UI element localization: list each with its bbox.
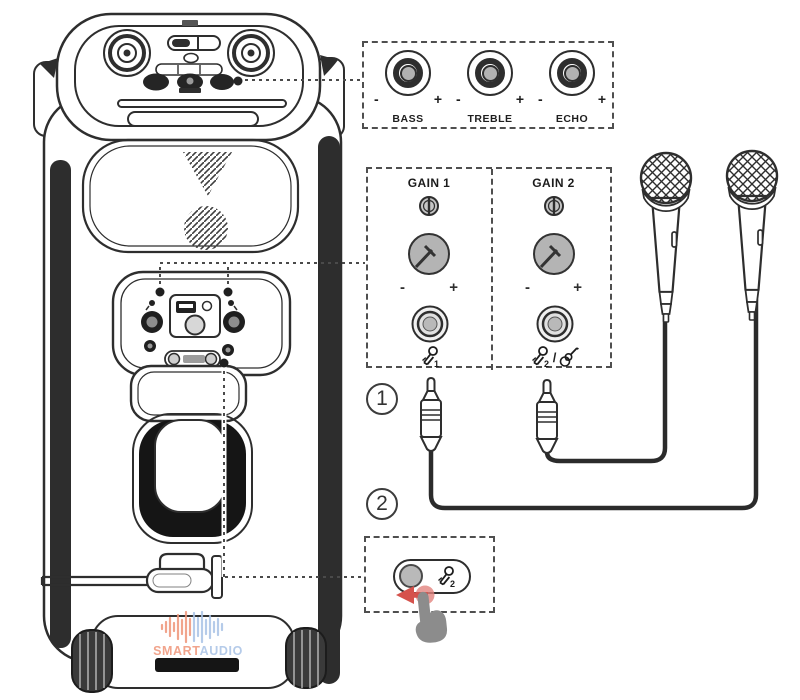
step-1-number: 1 — [376, 387, 388, 410]
wheel-left — [71, 629, 113, 693]
gain1-panel: GAIN 1 - + — [368, 169, 490, 370]
gain1-jack-icon — [411, 305, 449, 343]
gain1-title: GAIN 1 — [407, 176, 451, 190]
brand-logo — [182, 20, 198, 26]
party-speaker — [33, 12, 345, 693]
waveform-left — [160, 610, 192, 644]
slash-separator: / — [552, 349, 557, 365]
bass-plus-label: + — [433, 91, 442, 107]
echo-knob-unit: - + ECHO — [532, 43, 612, 127]
svg-text:2: 2 — [450, 579, 455, 589]
center-knob-hw — [184, 314, 206, 336]
top-slot — [117, 99, 287, 108]
gain1-minus-label: - — [400, 279, 405, 296]
speaker-handle — [132, 413, 253, 544]
speaker-right-edge-grip — [318, 136, 340, 684]
wheel-right — [285, 627, 327, 689]
echo-knob — [549, 50, 595, 96]
top-knob-right — [227, 29, 275, 77]
mic-2-icon: 2 — [531, 346, 549, 369]
top-button-strip — [167, 35, 221, 51]
svg-text:2: 2 — [544, 359, 549, 369]
mic-toggle-detail-box: 2 — [364, 536, 495, 613]
treble-plus-label: + — [515, 91, 524, 107]
echo-plus-label: + — [597, 91, 606, 107]
mic-2-toggle-icon: 2 — [438, 566, 455, 589]
gain2-plus-label: + — [573, 279, 582, 296]
hatched-triangle — [183, 152, 232, 196]
io-recess — [169, 294, 221, 338]
jack-plug-2 — [536, 379, 558, 454]
step-1-badge: 1 — [366, 383, 398, 415]
screw-icon — [543, 196, 564, 216]
aux-port — [201, 300, 213, 312]
mic-cables — [428, 297, 759, 511]
speaker-upper-panel — [81, 138, 300, 254]
connector-gain — [159, 262, 365, 291]
gain-detail-box: GAIN 1 - + — [366, 167, 614, 370]
echo-jack — [233, 76, 243, 86]
toggle-knob — [399, 564, 423, 588]
speaker-pocket — [129, 364, 248, 423]
stored-microphone — [40, 552, 223, 599]
smartaudio-watermark: SMARTAUDIO — [153, 610, 243, 658]
hatched-circle — [184, 206, 228, 250]
cable-plug2-to-left-mic — [544, 297, 668, 464]
treble-knob — [467, 50, 513, 96]
gain1-plus-label: + — [449, 279, 458, 296]
watermark-text: SMARTAUDIO — [153, 644, 243, 658]
mic-toggle-switch: 2 — [393, 559, 471, 594]
gain2-jack-icon — [536, 305, 573, 343]
top-small-button — [183, 52, 199, 64]
guitar-icon — [560, 347, 580, 367]
bass-label: BASS — [392, 113, 424, 125]
svg-text:1: 1 — [434, 359, 439, 369]
gain1-knob-icon — [408, 233, 450, 275]
speaker-top-panel — [55, 12, 322, 142]
screw-icon — [419, 196, 439, 216]
echo-minus-label: - — [538, 91, 543, 107]
microphone-right — [725, 149, 779, 322]
connector-toggle — [223, 364, 363, 578]
top-handle-slot — [127, 111, 259, 127]
tone-controls-detail-box: - + BASS - + TREBLE - + ECHO — [362, 41, 614, 129]
bottom-bar — [155, 658, 239, 672]
treble-knob-unit: - + TREBLE — [450, 43, 530, 127]
speaker-left-edge-grip — [50, 160, 71, 648]
step-2-badge: 2 — [366, 488, 398, 520]
echo-label: ECHO — [555, 113, 589, 125]
jack-plug-1 — [420, 377, 442, 452]
top-knob-left — [103, 29, 151, 77]
gain2-minus-label: - — [525, 279, 530, 296]
callout-connectors — [155, 79, 365, 578]
bass-minus-label: - — [374, 91, 379, 107]
gain2-panel: GAIN 2 - + — [491, 169, 614, 370]
treble-label: TREBLE — [467, 113, 513, 125]
waveform-right — [192, 610, 224, 644]
cable-plug1-to-right-mic — [428, 297, 759, 511]
mic-1-icon: 1 — [422, 346, 439, 369]
microphone-left — [639, 151, 693, 324]
gain2-title: GAIN 2 — [532, 176, 575, 190]
treble-minus-label: - — [456, 91, 461, 107]
step-2-number: 2 — [376, 492, 388, 515]
bass-knob-unit: - + BASS — [368, 43, 448, 127]
gain2-knob-icon — [532, 233, 575, 275]
bass-knob — [385, 50, 431, 96]
